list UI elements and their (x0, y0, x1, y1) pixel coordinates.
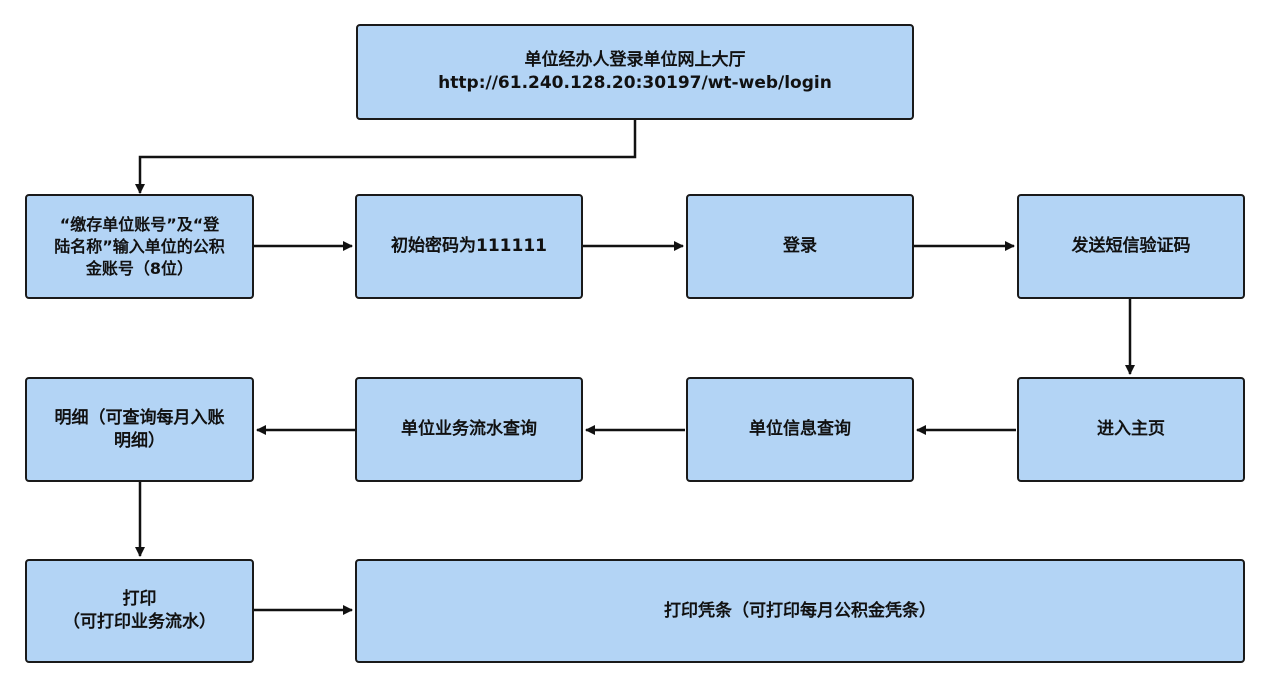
arrow-login-hall-to-account-input (135, 120, 637, 194)
node-account-input: “缴存单位账号”及“登 陆名称”输入单位的公积 金账号（8位） (25, 194, 254, 299)
node-print: 打印 （可打印业务流水） (25, 559, 254, 663)
login-label: 登录 (783, 236, 817, 256)
send-sms-label: 发送短信验证码 (1071, 236, 1191, 256)
detail-line1: 明细（可查询每月入账 (54, 407, 225, 428)
node-print-voucher: 打印凭条（可打印每月公积金凭条） (355, 559, 1245, 663)
detail-line2: 明细） (114, 430, 165, 451)
node-login-hall: 单位经办人登录单位网上大厅 http://61.240.128.20:30197… (356, 24, 914, 120)
node-send-sms: 发送短信验证码 (1017, 194, 1245, 299)
node-detail: 明细（可查询每月入账 明细） (25, 377, 254, 482)
node-enter-home: 进入主页 (1017, 377, 1245, 482)
account-input-line1: “缴存单位账号”及“登 (59, 214, 220, 234)
print-line1: 打印 (122, 589, 157, 609)
node-unit-business-query: 单位业务流水查询 (355, 377, 583, 482)
account-input-line3: 金账号（8位） (85, 258, 194, 278)
unit-business-query-label: 单位业务流水查询 (401, 419, 537, 439)
login-hall-title: 单位经办人登录单位网上大厅 (524, 50, 746, 70)
account-input-line2: 陆名称”输入单位的公积 (54, 236, 225, 256)
node-initial-password: 初始密码为111111 (355, 194, 583, 299)
node-login: 登录 (686, 194, 914, 299)
node-unit-info-query: 单位信息查询 (686, 377, 914, 482)
enter-home-label: 进入主页 (1097, 419, 1165, 439)
print-voucher-label: 打印凭条（可打印每月公积金凭条） (664, 600, 936, 621)
initial-password-label: 初始密码为111111 (391, 236, 547, 256)
print-line2: （可打印业务流水） (63, 612, 216, 632)
unit-info-query-label: 单位信息查询 (749, 419, 851, 439)
login-hall-url: http://61.240.128.20:30197/wt-web/login (438, 73, 832, 93)
